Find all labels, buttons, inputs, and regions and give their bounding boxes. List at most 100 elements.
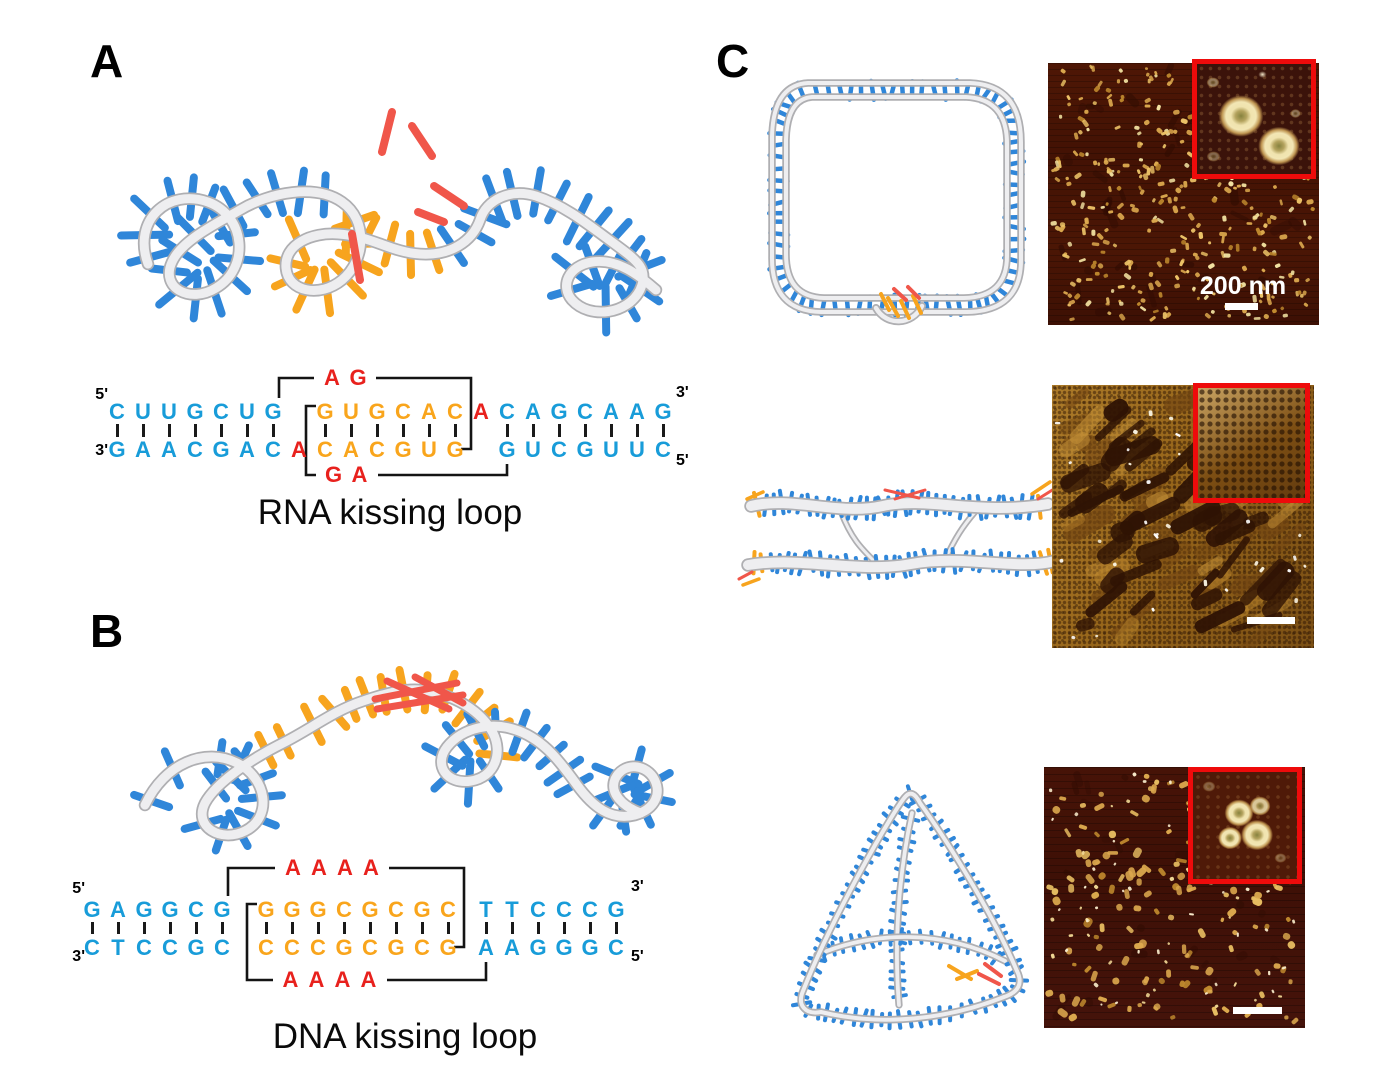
- base-bottom: C: [362, 935, 378, 960]
- base-bottom: G: [581, 935, 599, 960]
- base-pair-tick: [510, 922, 514, 934]
- base-top: A: [603, 399, 619, 424]
- base-rod: [1030, 480, 1052, 496]
- base-pair-tick: [271, 424, 275, 437]
- base-bottom: U: [629, 437, 645, 462]
- base-pair-tick: [368, 922, 372, 934]
- base-bottom: G: [108, 437, 126, 462]
- ribbon-backbone: [839, 510, 875, 562]
- ribbon-backbone: [743, 555, 1060, 573]
- base-pair-tick: [90, 922, 94, 934]
- strand-end-label: 3': [72, 948, 85, 965]
- ribbon-backbone: [895, 811, 914, 1007]
- afm-inset-zoom: [1192, 59, 1316, 179]
- base-pair-tick: [583, 424, 587, 437]
- dna-caption: DNA kissing loop: [272, 1017, 538, 1056]
- base-rod: [348, 230, 364, 284]
- ribbon-backbone: [139, 187, 661, 317]
- base-rod: [955, 969, 979, 981]
- base-pair-tick: [427, 424, 431, 437]
- ribbon-backbone: [784, 95, 1009, 300]
- scale-label: 200 nm: [1199, 272, 1287, 300]
- base-top: C: [336, 897, 352, 922]
- base-bottom: U: [525, 437, 541, 462]
- base-top: G: [368, 399, 386, 424]
- base-rod: [983, 962, 1003, 978]
- loop-base: A: [324, 365, 340, 390]
- particle-speck: [1289, 108, 1302, 119]
- rna-caption: RNA kissing loop: [257, 493, 523, 532]
- base-top: U: [239, 399, 255, 424]
- base-bottom: C: [136, 935, 152, 960]
- base-top: T: [479, 897, 493, 922]
- base-top: U: [161, 399, 177, 424]
- base-bottom: C: [84, 935, 100, 960]
- particle-speck: [1273, 852, 1288, 864]
- base-bottom: C: [414, 935, 430, 960]
- loop-base: A: [337, 855, 353, 880]
- base-pair-tick: [401, 424, 405, 437]
- base-bottom: A: [343, 437, 359, 462]
- double-rod-3d-structure: [737, 480, 1062, 587]
- base-bottom: A: [478, 935, 494, 960]
- afm-inset-zoom: [1193, 383, 1310, 503]
- base-bottom: G: [529, 935, 547, 960]
- scale-bar: [1247, 617, 1295, 624]
- base-bottom: C: [265, 437, 281, 462]
- base-bottom: C: [551, 437, 567, 462]
- base-bottom: G: [555, 935, 573, 960]
- base-top: C: [388, 897, 404, 922]
- base-bottom: G: [335, 935, 353, 960]
- ribbon-backbone-edge: [782, 93, 1011, 302]
- base-rod: [745, 490, 765, 501]
- loop-base: A: [285, 855, 301, 880]
- ribbon-backbone: [769, 81, 1023, 314]
- base-bottom: C: [284, 935, 300, 960]
- base-pair-tick: [635, 424, 639, 437]
- loop-base: A: [311, 855, 327, 880]
- base-bottom: C: [187, 437, 203, 462]
- base-pair-tick: [290, 922, 294, 934]
- dna-kissing-loop-3d-structure: [130, 665, 676, 855]
- strand-end-label: 5': [72, 880, 85, 897]
- base-top: U: [343, 399, 359, 424]
- base-pair-tick: [194, 922, 198, 934]
- base-top: G: [283, 897, 301, 922]
- base-pair-tick: [557, 424, 561, 437]
- base-top: G: [161, 897, 179, 922]
- base-pair-tick: [505, 424, 509, 437]
- loop-base: G: [324, 462, 343, 487]
- base-pair-tick: [614, 922, 618, 934]
- base-pair-tick: [394, 922, 398, 934]
- base-rod: [899, 299, 911, 320]
- base-bottom: C: [655, 437, 671, 462]
- base-top: C: [440, 897, 456, 922]
- square-frame-3d-structure: [767, 78, 1027, 326]
- base-bottom: A: [504, 935, 520, 960]
- triangle-frame-3d-structure: [790, 784, 1030, 1031]
- base-pair-tick: [420, 922, 424, 934]
- base-top: C: [109, 399, 125, 424]
- base-top: C: [556, 897, 572, 922]
- base-pair-tick: [264, 922, 268, 934]
- strand-end-label: 3': [95, 442, 108, 459]
- base-top: C: [395, 399, 411, 424]
- loop-base: G: [349, 365, 367, 390]
- base-top: G: [213, 897, 231, 922]
- base-top: G: [607, 897, 625, 922]
- base-top: C: [213, 399, 229, 424]
- base-top: A: [421, 399, 437, 424]
- loop-base: A: [282, 967, 299, 992]
- base-pair-tick: [193, 424, 197, 437]
- base-bottom: U: [603, 437, 619, 462]
- base-top: G: [83, 897, 101, 922]
- loop-base: A: [351, 462, 368, 487]
- strand-end-label: 3': [676, 384, 689, 401]
- base-pair-tick: [168, 922, 172, 934]
- base-top: A: [110, 897, 126, 922]
- base-pair-tick: [484, 922, 488, 934]
- base-top: C: [188, 897, 204, 922]
- top-loop-bracket: [226, 866, 466, 949]
